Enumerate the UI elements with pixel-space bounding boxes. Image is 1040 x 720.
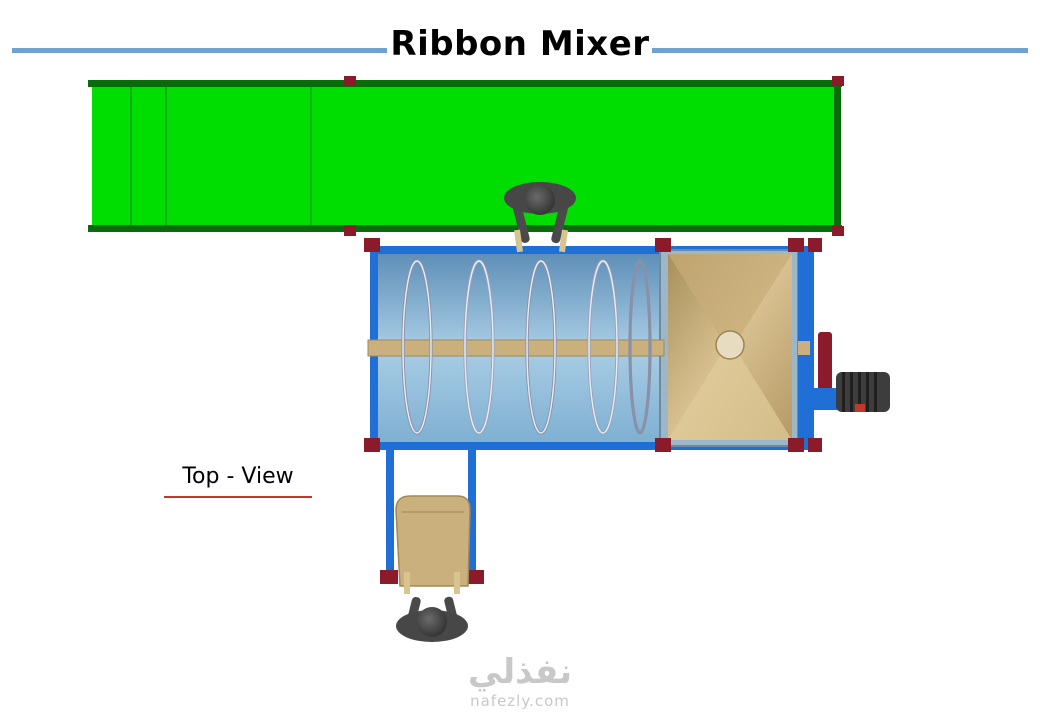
bolt xyxy=(808,438,822,452)
collection-bin xyxy=(395,495,471,587)
conveyor-end xyxy=(834,84,841,228)
title-bar: Ribbon Mixer xyxy=(0,22,1040,66)
agitator-shaft xyxy=(367,339,665,357)
bolt xyxy=(832,76,844,86)
title-rule-right xyxy=(652,48,1028,53)
drive-unit xyxy=(812,332,890,412)
watermark-latin: nafezly.com xyxy=(470,692,570,710)
motor-icon xyxy=(836,372,890,412)
drive-pulley xyxy=(818,332,832,392)
conveyor-belt xyxy=(92,84,838,228)
bolt xyxy=(655,438,671,452)
operator-icon xyxy=(504,182,576,253)
conveyor xyxy=(88,76,844,236)
bolt xyxy=(808,238,822,252)
discharge-stand xyxy=(380,446,484,587)
bolt xyxy=(344,226,356,236)
bolt xyxy=(364,438,380,452)
title-rule-left xyxy=(12,48,387,53)
bolt xyxy=(655,238,671,252)
operator-icon xyxy=(396,572,468,642)
bolt xyxy=(788,238,804,252)
bolt xyxy=(344,76,356,86)
view-label-underline xyxy=(164,496,312,498)
ribbon-agitator-icon xyxy=(367,259,810,435)
conveyor-edge-bottom xyxy=(88,225,842,232)
bolt xyxy=(832,226,844,236)
bolt xyxy=(788,438,804,452)
diagram-title: Ribbon Mixer xyxy=(390,24,650,64)
watermark-arabic: نفذلي xyxy=(467,652,573,692)
conveyor-edge-top xyxy=(88,80,842,87)
bolt xyxy=(364,238,380,252)
discharge-outlet xyxy=(715,330,745,360)
watermark-logo: نفذلي nafezly.com xyxy=(440,652,600,710)
view-label: Top - View xyxy=(182,464,294,489)
